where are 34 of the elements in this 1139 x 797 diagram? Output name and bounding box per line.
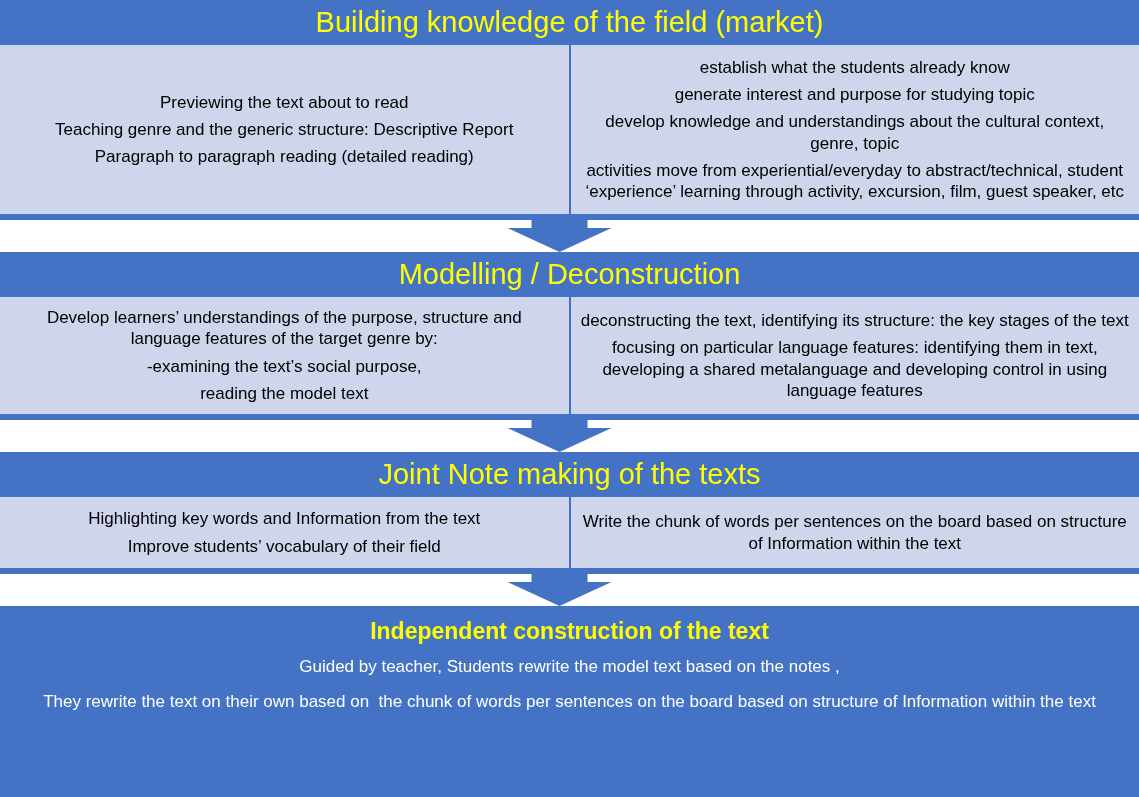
text-panel bbox=[570, 45, 1139, 214]
panel-text: activities move from experiential/everyday to abstract/technical, student ‘experience’ learning through activity, excursion, film, guest speaker, etc bbox=[584, 159, 1126, 203]
text-panel bbox=[0, 497, 569, 568]
text-panel bbox=[0, 45, 569, 214]
stage-text: They rewrite the text on their own based on the chunk of words per sentences on the board based on structure of Information within the text bbox=[42, 690, 1097, 713]
stage-heading: Modelling / Deconstruction bbox=[397, 257, 742, 292]
panel-text: Write the chunk of words per sentences on the board based on structure of Information within the text bbox=[581, 511, 1128, 554]
text-panel bbox=[0, 297, 569, 414]
panel-text: deconstructing the text, identifying its structure: the key stages of the text bbox=[580, 310, 1129, 332]
block-arrow bbox=[507, 420, 612, 452]
panel-text: Highlighting key words and Information from the text bbox=[87, 508, 482, 530]
panel-text: generate interest and purpose for studying topic bbox=[673, 84, 1036, 106]
panel-text: Previewing the text about to read bbox=[158, 91, 410, 114]
panel-text: develop knowledge and understandings about the cultural context, genre, topic bbox=[604, 111, 1106, 154]
panel-text: focusing on particular language features: identifying them in text, developing a shared metalanguage and developing control in using language features bbox=[601, 337, 1109, 402]
stage-heading: Building knowledge of the field (market) bbox=[314, 5, 825, 40]
stage-heading: Independent construction of the text bbox=[369, 617, 770, 646]
panel-text: establish what the students already know bbox=[698, 56, 1011, 79]
stage-band bbox=[0, 252, 1139, 420]
panel-text: Teaching genre and the generic structure: Descriptive Report bbox=[54, 119, 515, 141]
stage-text: Guided by teacher, Students rewrite the model text based on the notes , bbox=[298, 656, 841, 679]
stage-band bbox=[0, 606, 1139, 797]
panel-text: Improve students’ vocabulary of their field bbox=[126, 535, 442, 557]
stage-band bbox=[0, 0, 1139, 220]
panel-text: -examining the text’s social purpose, bbox=[145, 355, 423, 377]
stage-heading: Joint Note making of the texts bbox=[377, 457, 762, 492]
block-arrow bbox=[507, 220, 612, 252]
panel-text: reading the model text bbox=[199, 382, 370, 405]
text-panel bbox=[570, 297, 1139, 414]
stage-band bbox=[0, 452, 1139, 574]
text-panel bbox=[570, 497, 1139, 568]
panel-text: Develop learners’ understandings of the purpose, structure and language features of the target genre by: bbox=[45, 307, 523, 350]
block-arrow bbox=[507, 574, 612, 606]
panel-text: Paragraph to paragraph reading (detailed reading) bbox=[93, 146, 475, 168]
